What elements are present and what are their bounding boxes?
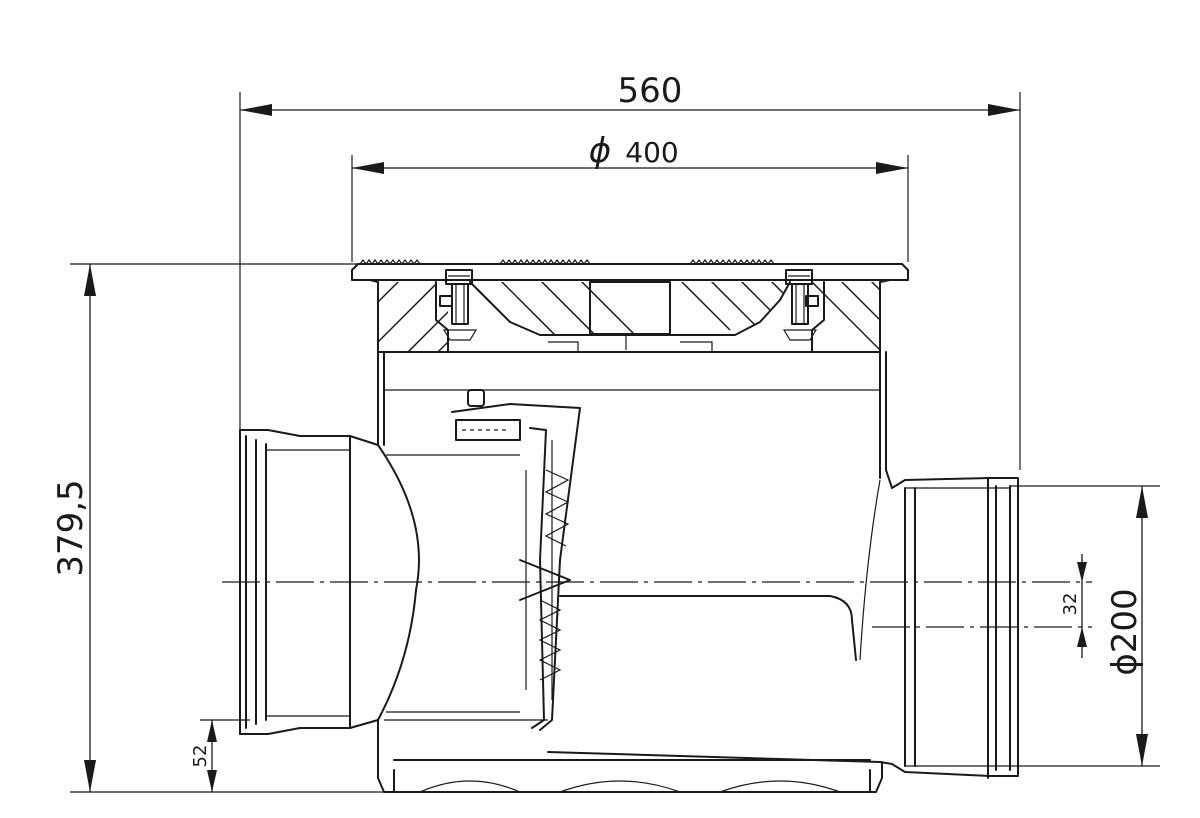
width-560-label: 560 (618, 71, 683, 111)
pipe-diameter-label: ϕ200 (1105, 588, 1145, 675)
grate-cover (351, 259, 909, 353)
bolt-left (439, 269, 478, 341)
dimension-diameter-400: ϕ 400 (352, 131, 908, 174)
centerline-offset-label: 32 (1060, 593, 1081, 616)
diameter-symbol: ϕ (589, 131, 611, 171)
chamber-body (377, 351, 1019, 793)
diameter-400-label: 400 (625, 136, 678, 169)
centerlines (222, 581, 1092, 628)
height-379-label: 379,5 (51, 479, 91, 576)
extension-lines (70, 92, 1160, 793)
dimension-52: 52 (190, 720, 217, 792)
left-inlet-pipe (239, 429, 520, 735)
bolt-right (782, 269, 819, 341)
dimension-560: 560 (240, 71, 1020, 116)
dimension-height-379: 379,5 (51, 264, 96, 792)
backflow-flap (451, 389, 581, 731)
dimension-diameter-200: ϕ200 (1105, 486, 1148, 766)
dimension-32: 32 (1060, 554, 1087, 658)
bottom-offset-label: 52 (190, 745, 211, 768)
